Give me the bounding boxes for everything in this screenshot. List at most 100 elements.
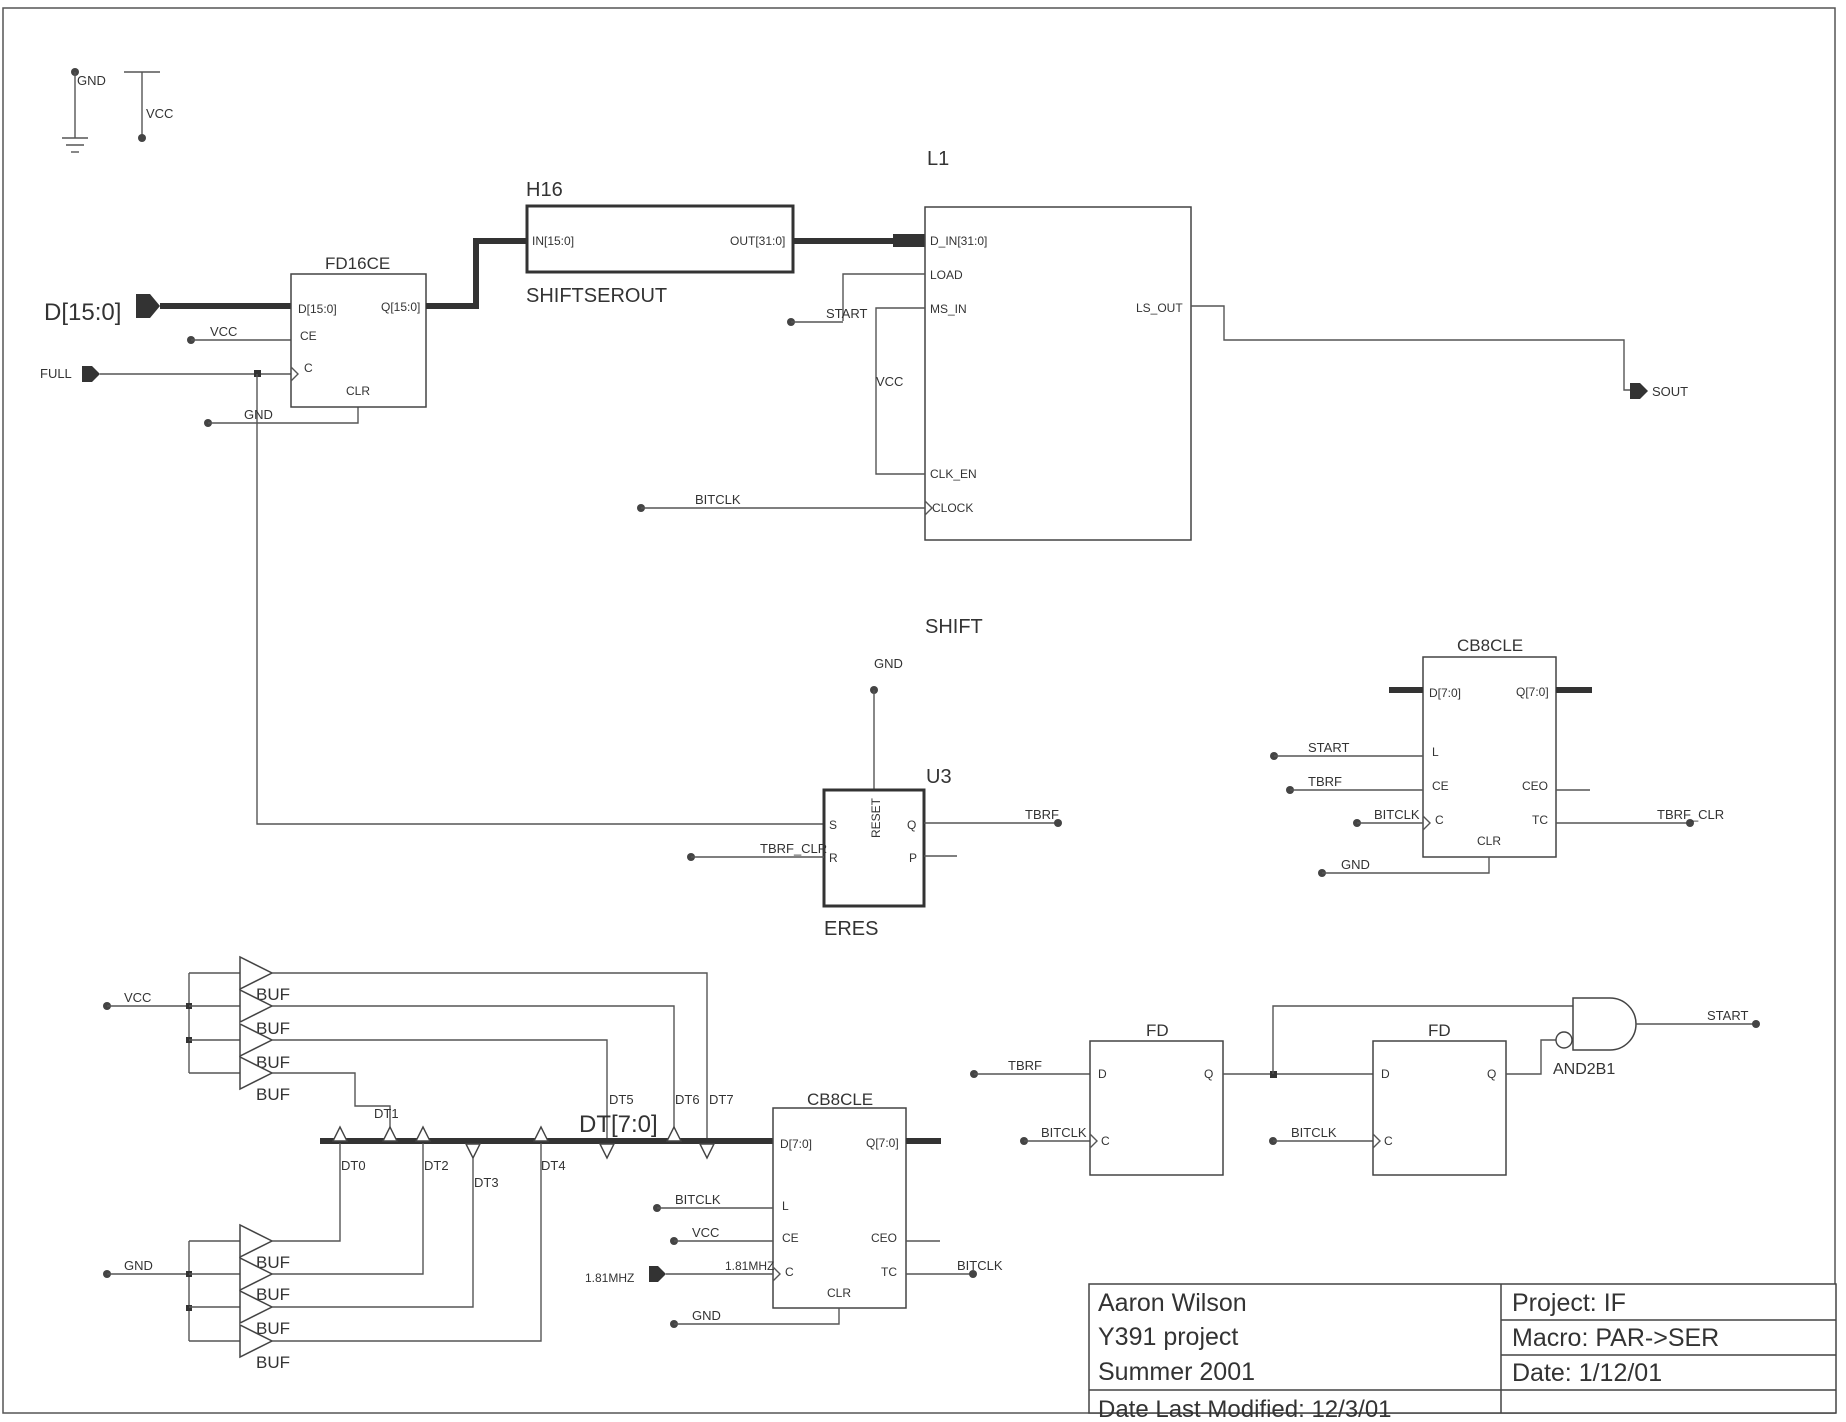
cb8cle-a-pin-l: L bbox=[1432, 745, 1439, 759]
cb8cle-a-name: CB8CLE bbox=[1457, 636, 1523, 655]
net-label-dt1: DT1 bbox=[374, 1106, 399, 1121]
h16-component: H16 IN[15:0] OUT[31:0] SHIFTSEROUT bbox=[525, 179, 795, 307]
title-project: Project: IF bbox=[1512, 1289, 1626, 1317]
u3-component: U3 S R Q P RESET ERES bbox=[822, 766, 952, 940]
vcc-symbol: VCC bbox=[124, 71, 173, 142]
title-block: Aaron Wilson Y391 project Summer 2001 Da… bbox=[1088, 1283, 1837, 1422]
net-label-dt6: DT6 bbox=[675, 1092, 700, 1107]
net-label-vcc-buf: VCC bbox=[124, 990, 151, 1005]
l1-pin-d-in: D_IN[31:0] bbox=[930, 234, 987, 248]
cb8cle-b-component: CB8CLE D[7:0] L CE C CLR Q[7:0] CEO TC bbox=[772, 1090, 941, 1309]
net-label-tbrf-fd1: TBRF bbox=[1008, 1058, 1042, 1073]
buffer-4-label: BUF bbox=[256, 1085, 290, 1104]
h16-ref: H16 bbox=[526, 179, 563, 201]
net-label-gnd-cb8b: GND bbox=[692, 1308, 721, 1323]
port-full-label: FULL bbox=[40, 366, 72, 381]
net-label-gnd-buf: GND bbox=[124, 1258, 153, 1273]
l1-component: L1 D_IN[31:0] LOAD MS_IN CLK_EN CLOCK LS… bbox=[924, 148, 1192, 638]
fd16ce-pin-q: Q[15:0] bbox=[381, 300, 420, 314]
buffer-2-label: BUF bbox=[256, 1019, 290, 1038]
net-label-tbrf-u3: TBRF bbox=[1025, 807, 1059, 822]
net-label-bitclk-fd2: BITCLK bbox=[1291, 1125, 1337, 1140]
gnd-symbol-label: GND bbox=[77, 73, 106, 88]
u3-pin-p: P bbox=[909, 851, 917, 865]
fd2-pin-q: Q bbox=[1487, 1067, 1496, 1081]
net-label-bitclk-fd1: BITCLK bbox=[1041, 1125, 1087, 1140]
vcc-symbol-label: VCC bbox=[146, 106, 173, 121]
net-label-1-81mhz: 1.81MHZ bbox=[725, 1259, 774, 1273]
cb8cle-a-pin-ce: CE bbox=[1432, 779, 1449, 793]
h16-pin-out: OUT[31:0] bbox=[730, 234, 785, 248]
u3-pin-reset: RESET bbox=[869, 797, 883, 838]
l1-pin-ls-out: LS_OUT bbox=[1136, 301, 1183, 315]
cb8cle-b-name: CB8CLE bbox=[807, 1090, 873, 1109]
net-label-start-cb8a: START bbox=[1308, 740, 1349, 755]
net-label-start-and: START bbox=[1707, 1008, 1748, 1023]
l1-pin-ms-in: MS_IN bbox=[930, 302, 967, 316]
dt-bus-label: DT[7:0] bbox=[579, 1111, 658, 1138]
net-label-dt5: DT5 bbox=[609, 1092, 634, 1107]
buffer-5: BUF bbox=[189, 1143, 341, 1272]
fd16ce-pin-d: D[15:0] bbox=[298, 302, 337, 316]
buffer-2: BUF bbox=[189, 988, 675, 1129]
buffer-1: BUF bbox=[189, 955, 708, 1143]
net-label-dt7: DT7 bbox=[709, 1092, 734, 1107]
fd16ce-pin-ce: CE bbox=[300, 329, 317, 343]
buffer-4: BUF bbox=[189, 1055, 391, 1129]
dt-bus-label-text: DT[7:0] bbox=[579, 1111, 658, 1138]
cb8cle-b-pin-tc: TC bbox=[881, 1265, 897, 1279]
u3-pin-r: R bbox=[829, 851, 838, 865]
net-label-dt3: DT3 bbox=[474, 1175, 499, 1190]
port-d-in: D[15:0] bbox=[44, 294, 160, 326]
net-label-tbrf-clr-u3: TBRF_CLR bbox=[760, 841, 827, 856]
buffer-8: BUF bbox=[189, 1143, 542, 1372]
net-label-bitclk-cb8b-l: BITCLK bbox=[675, 1192, 721, 1207]
fd1-component: FD D C Q bbox=[1089, 1021, 1224, 1176]
port-sout: SOUT bbox=[1630, 383, 1688, 399]
fd16ce-name: FD16CE bbox=[325, 254, 390, 273]
net-label-dt2: DT2 bbox=[424, 1158, 449, 1173]
u3-ref: U3 bbox=[926, 766, 952, 788]
cb8cle-b-pin-clr: CLR bbox=[827, 1286, 851, 1300]
u3-name: ERES bbox=[824, 918, 878, 940]
port-full: FULL bbox=[40, 366, 100, 382]
buffer-1-label: BUF bbox=[256, 985, 290, 1004]
buffer-3-label: BUF bbox=[256, 1053, 290, 1072]
net-label-tbrf-cb8a: TBRF bbox=[1308, 774, 1342, 789]
l1-pin-clock: CLOCK bbox=[932, 501, 973, 515]
cb8cle-a-pin-tc: TC bbox=[1532, 813, 1548, 827]
title-date: Date: 1/12/01 bbox=[1512, 1359, 1662, 1387]
buffer-6-label: BUF bbox=[256, 1285, 290, 1304]
net-label-vcc-l1: VCC bbox=[876, 374, 903, 389]
net-label-gnd-u3: GND bbox=[874, 656, 903, 671]
buffer-8-label: BUF bbox=[256, 1353, 290, 1372]
cb8cle-a-pin-d: D[7:0] bbox=[1429, 686, 1461, 700]
cb8cle-a-pin-clr: CLR bbox=[1477, 834, 1501, 848]
cb8cle-a-pin-ceo: CEO bbox=[1522, 779, 1548, 793]
fd2-name: FD bbox=[1428, 1021, 1451, 1040]
l1-pin-clk-en: CLK_EN bbox=[930, 467, 977, 481]
title-term: Summer 2001 bbox=[1098, 1358, 1255, 1386]
net-label-bitclk-l1: BITCLK bbox=[695, 492, 741, 507]
fd16ce-pin-c: C bbox=[304, 361, 313, 375]
cb8cle-b-pin-ce: CE bbox=[782, 1231, 799, 1245]
fd2-pin-c: C bbox=[1384, 1134, 1393, 1148]
and-gate-name: AND2B1 bbox=[1553, 1061, 1615, 1078]
cb8cle-b-pin-q: Q[7:0] bbox=[866, 1136, 899, 1150]
net-label-dt0: DT0 bbox=[341, 1158, 366, 1173]
cb8cle-a-pin-q: Q[7:0] bbox=[1516, 685, 1549, 699]
fd2-component: FD D C Q bbox=[1372, 1021, 1507, 1176]
net-label-start-l1: START bbox=[826, 306, 867, 321]
port-1-81mhz-label: 1.81MHZ bbox=[585, 1271, 634, 1285]
port-1-81mhz: 1.81MHZ bbox=[585, 1266, 666, 1285]
buffer-7: BUF bbox=[189, 1158, 474, 1338]
net-label-bitclk-cb8b-tc: BITCLK bbox=[957, 1258, 1003, 1273]
fd16ce-component: FD16CE D[15:0] CE C CLR Q[15:0] bbox=[290, 254, 427, 408]
net-label-gnd-fd16ce: GND bbox=[244, 407, 273, 422]
cb8cle-a-pin-c: C bbox=[1435, 813, 1444, 827]
and-gate: AND2B1 bbox=[1553, 997, 1637, 1078]
net-label-vcc-fd16ce: VCC bbox=[210, 324, 237, 339]
buffer-5-label: BUF bbox=[256, 1253, 290, 1272]
port-d-in-label: D[15:0] bbox=[44, 299, 121, 326]
